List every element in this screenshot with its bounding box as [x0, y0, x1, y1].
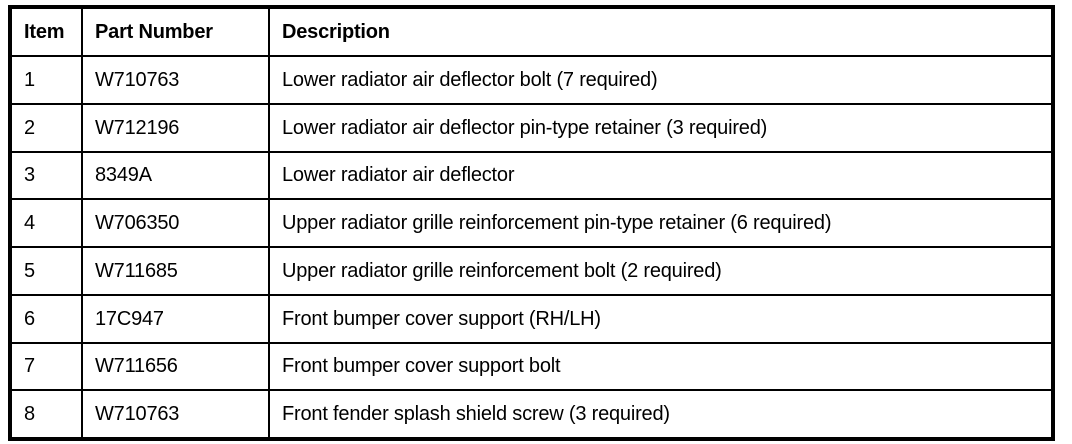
cell-part-number: W710763: [82, 56, 270, 105]
cell-description: Upper radiator grille reinforcement pin-…: [269, 199, 1051, 248]
cell-description: Upper radiator grille reinforcement bolt…: [269, 247, 1051, 296]
cell-part-number: 17C947: [82, 294, 270, 344]
cell-item: 8: [12, 390, 83, 437]
column-header-part-number: Part Number: [82, 9, 270, 57]
cell-description: Front bumper cover support bolt: [269, 342, 1051, 392]
cell-part-number: W710763: [82, 390, 270, 437]
cell-item: 1: [12, 56, 83, 105]
cell-part-number: W711685: [82, 247, 270, 296]
cell-description: Front bumper cover support (RH/LH): [269, 294, 1051, 344]
cell-part-number: W706350: [82, 199, 270, 248]
cell-description: Lower radiator air deflector: [269, 151, 1051, 201]
cell-item: 3: [12, 151, 83, 201]
table-header: Item Part Number Description: [12, 9, 1051, 57]
cell-description: Front fender splash shield screw (3 requ…: [282, 403, 670, 426]
column-header-description: Description: [269, 9, 1051, 57]
cell-part-number: W711656: [82, 342, 270, 392]
cell-item: 5: [12, 247, 83, 296]
cell-item: 6: [12, 294, 83, 344]
cell-item: 4: [12, 199, 83, 248]
cell-part-number: 8349A: [82, 151, 270, 201]
cell-item: 7: [12, 342, 83, 392]
cell-description: Lower radiator air deflector pin-type re…: [269, 103, 1051, 153]
cell-item: 2: [12, 103, 83, 153]
cell-part-number: W712196: [82, 103, 270, 153]
column-header-item: Item: [12, 9, 83, 57]
table-header-row: Item Part Number Description: [12, 9, 1051, 57]
cell-description: Lower radiator air deflector bolt (7 req…: [269, 56, 1051, 105]
